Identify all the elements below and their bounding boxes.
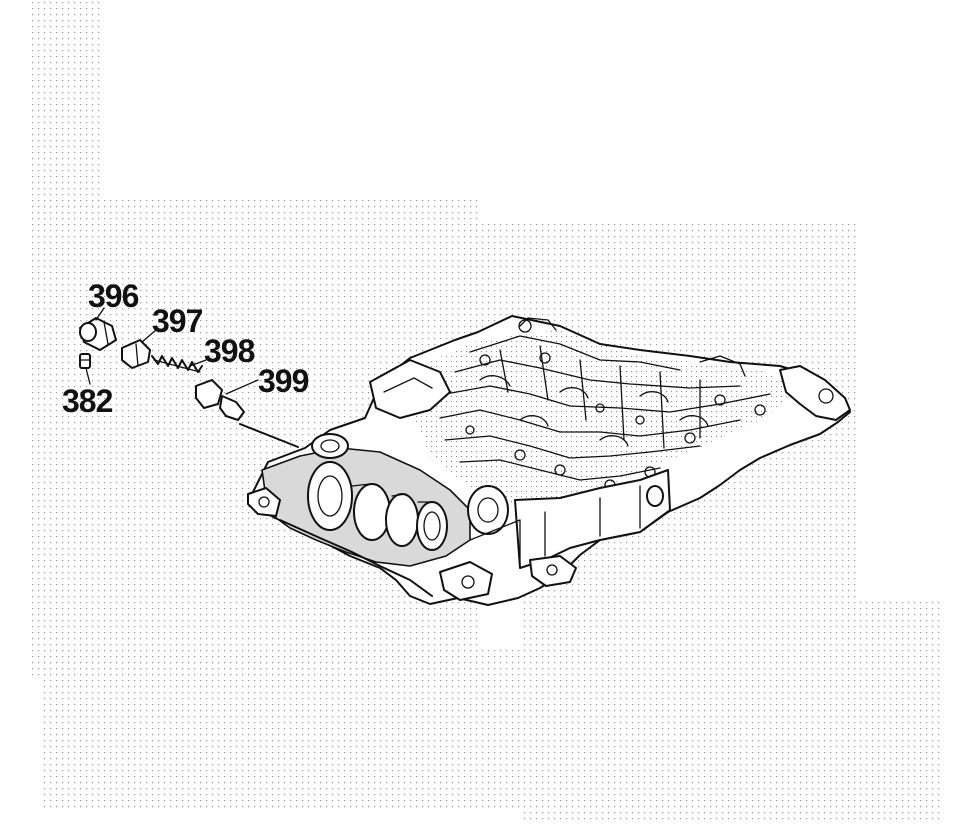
leader-398 (189, 359, 207, 367)
part-382-pin (79, 353, 91, 369)
part-397-valve (121, 339, 151, 369)
callout-396: 396 (88, 278, 139, 314)
part-398-spring (151, 355, 203, 373)
leader-396 (95, 307, 105, 321)
part-396-plug (79, 317, 117, 351)
part-399-valve (195, 379, 245, 421)
callout-399: 399 (258, 363, 309, 399)
callout-382: 382 (62, 383, 113, 419)
callout-labels: 396 397 398 399 382 (62, 278, 310, 419)
callout-397: 397 (152, 303, 203, 339)
leader-399 (225, 379, 259, 395)
exploded-parts (79, 307, 299, 448)
valve-body-casting (247, 315, 851, 606)
callout-398: 398 (204, 333, 255, 369)
leader-397 (141, 329, 157, 343)
leader-382 (85, 367, 91, 385)
assembly-axis-line (239, 423, 299, 448)
